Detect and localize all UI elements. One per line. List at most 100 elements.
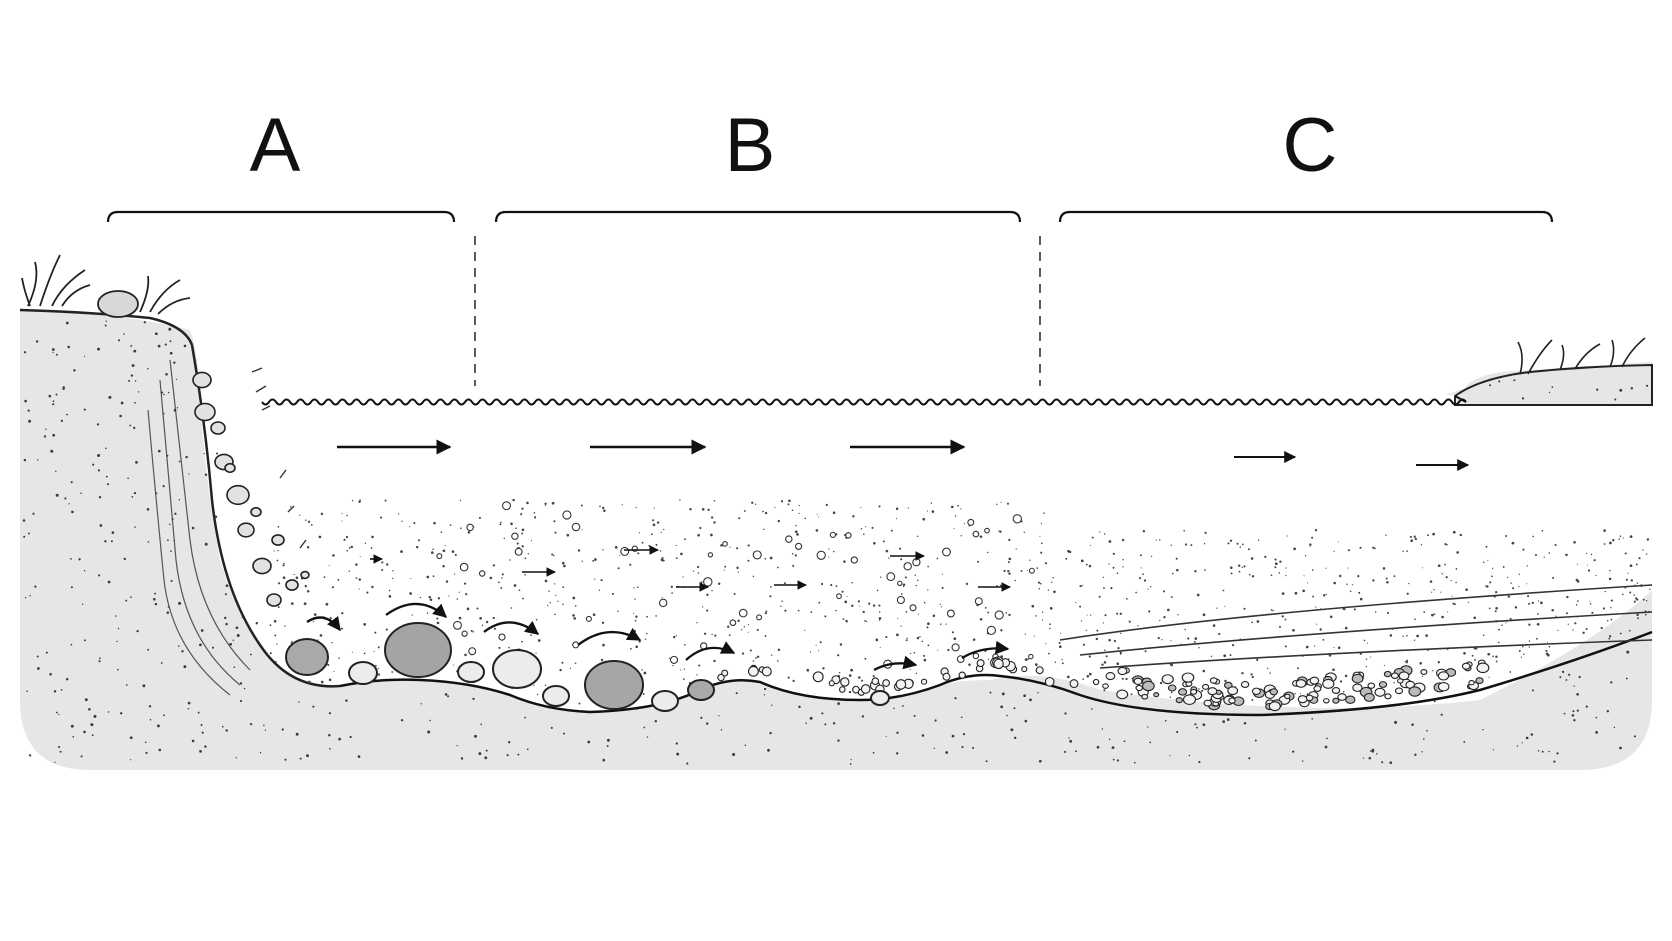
suspended-particle [1299,693,1302,695]
suspended-particle [1528,623,1531,626]
suspended-particle [1495,655,1498,658]
suspended-particle [1116,612,1119,615]
suspended-particle [1359,597,1363,601]
suspended-particle [987,611,990,614]
suspended-particle [1096,629,1099,632]
suspended-particle [1456,551,1459,554]
ground-speckle [1553,760,1556,763]
suspended-particle [348,547,351,549]
ground-speckle [160,662,163,664]
ground-speckle [98,496,102,499]
gravel-pebble [1332,697,1340,704]
suspended-particle [1251,699,1254,701]
ground-speckle [1064,712,1067,715]
suspended-particle [707,508,710,511]
gravel-pebble [1240,681,1250,688]
suspended-particle [1222,589,1225,592]
suspended-particle [700,581,703,584]
suspended-particle [1229,539,1233,542]
ground-speckle [58,745,61,749]
curved-arrow [961,640,1010,659]
suspended-grain [461,630,468,637]
suspended-particle [713,521,716,524]
suspended-grain [845,532,852,539]
suspended-particle [752,660,755,662]
ground-speckle [945,751,949,754]
suspended-particle [594,558,597,561]
suspended-particle [1492,655,1494,658]
suspended-particle [1446,544,1448,546]
suspended-particle [1437,564,1441,567]
suspended-grain [897,580,903,587]
suspended-particle [388,589,391,592]
gravel-pebble [1190,688,1198,695]
suspended-particle [1269,672,1271,674]
suspended-particle [499,523,502,526]
suspended-particle [290,602,294,605]
suspended-particle [1297,667,1300,670]
suspended-particle [1593,559,1596,562]
ground-speckle [646,736,649,738]
suspended-particle [592,559,595,562]
ground-speckle [1421,751,1423,753]
ground-speckle [153,598,156,601]
suspended-grain [466,523,474,532]
suspended-particle [359,556,361,557]
gravel-pebble [1420,669,1428,675]
bed-pebble [828,680,835,687]
suspended-particle [524,574,526,576]
ground-speckle [1463,740,1466,743]
suspended-particle [1170,640,1172,642]
suspended-particle [878,619,881,621]
ground-speckle [167,539,169,542]
suspended-particle [374,631,377,634]
suspended-particle [798,504,800,507]
suspended-particle [1636,582,1639,584]
ground-speckle [142,684,146,688]
suspended-particle [1007,561,1010,564]
suspended-particle [1545,649,1548,652]
suspended-particle [1642,549,1644,551]
suspended-particle [1075,602,1077,604]
ground-speckle [1038,759,1042,763]
suspended-particle [1229,654,1232,657]
gravel-pebble [1269,688,1279,696]
ground-speckle [1013,736,1017,740]
suspended-particle [1103,587,1105,589]
suspended-particle [1501,624,1503,627]
suspended-particle [832,511,836,514]
suspended-particle [1567,623,1569,625]
ground-speckle [1037,692,1039,694]
suspended-particle [878,505,881,508]
suspended-particle [999,530,1002,533]
suspended-particle [1099,531,1101,533]
suspended-particle [430,551,434,554]
suspended-particle [1416,634,1419,638]
suspended-particle [1090,614,1092,616]
bed-pebble [895,679,907,690]
ground-speckle [962,732,966,736]
suspended-particle [1201,689,1204,692]
suspended-particle [1278,625,1282,628]
ground-speckle [166,611,170,614]
gravel-pebble [1102,683,1109,689]
bed-pebble [958,671,966,679]
suspended-particle [465,593,468,596]
suspended-particle [1256,620,1260,623]
suspended-grain [942,547,951,557]
suspended-grain [571,522,581,532]
suspended-particle [796,533,799,536]
suspended-particle [710,516,714,519]
suspended-particle [373,650,375,652]
ground-speckle [176,407,179,409]
suspended-particle [602,549,604,551]
suspended-particle [1487,559,1489,561]
gravel-pebble [1116,689,1129,700]
suspended-particle [1638,557,1641,560]
suspended-particle [1634,584,1636,586]
suspended-particle [1313,645,1316,647]
suspended-particle [1008,572,1011,575]
ground-speckle [1202,723,1206,727]
suspended-particle [289,506,292,508]
suspended-particle [533,684,535,687]
